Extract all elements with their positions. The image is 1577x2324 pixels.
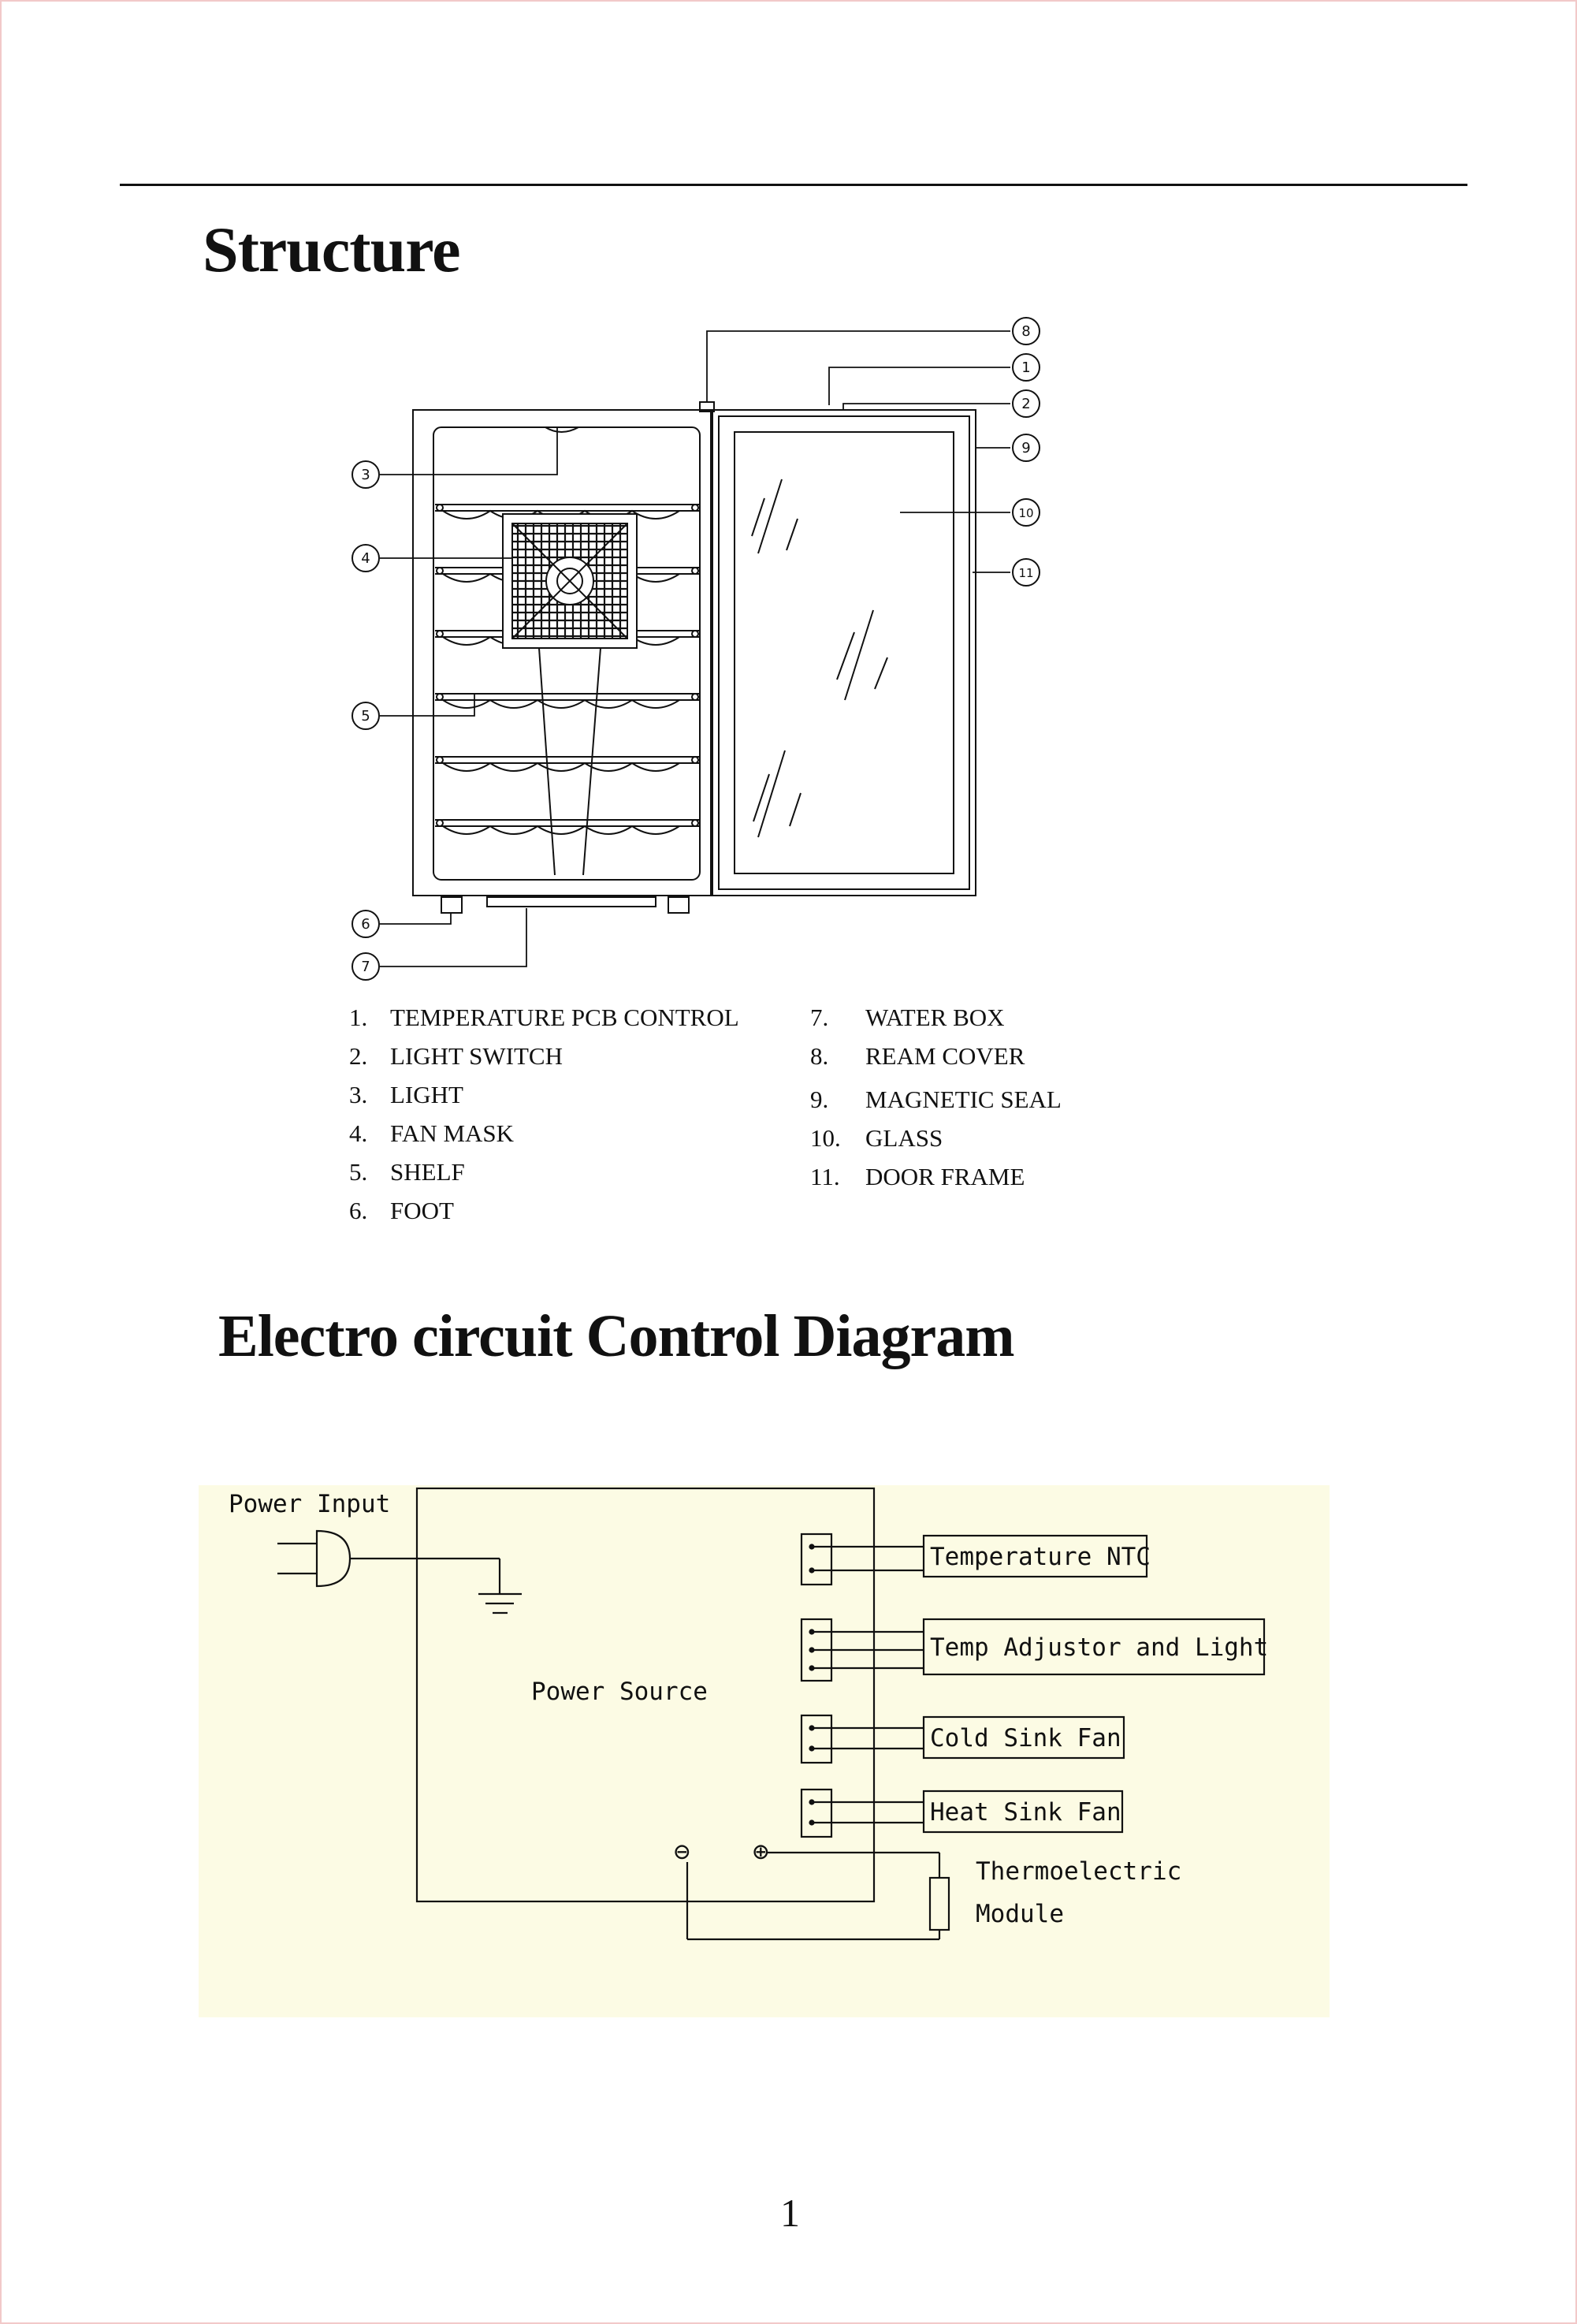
callout-3-number: 3 — [361, 467, 370, 483]
part-number: 9. — [810, 1086, 829, 1113]
top-rule — [120, 184, 1467, 186]
part-number: 11. — [810, 1163, 840, 1190]
part-item: 7. WATER BOX — [810, 998, 1062, 1037]
cabinet-inner — [433, 426, 701, 881]
cold-sink-fan-label: Cold Sink Fan — [930, 1724, 1121, 1752]
callout-2: 2 — [1012, 389, 1040, 418]
temp-adjustor-label: Temp Adjustor and Light — [930, 1633, 1268, 1662]
light — [545, 426, 579, 433]
cabinet-outline — [412, 409, 712, 896]
part-item: 2. LIGHT SWITCH — [349, 1037, 739, 1075]
callout-6-number: 6 — [361, 916, 370, 933]
part-item: 9. MAGNETIC SEAL — [810, 1080, 1062, 1119]
callout-1-number: 1 — [1021, 359, 1030, 376]
part-label: LIGHT — [390, 1081, 463, 1108]
callout-9: 9 — [1012, 434, 1040, 462]
plus-terminal-icon: ⊕ — [753, 1836, 768, 1868]
door-frame — [712, 409, 976, 896]
part-label: SHELF — [390, 1158, 465, 1186]
part-number: 7. — [810, 1004, 829, 1031]
part-label: MAGNETIC SEAL — [865, 1086, 1062, 1113]
connector-cold-sink-fan — [800, 1714, 1125, 1764]
part-label: WATER BOX — [865, 1004, 1005, 1031]
foot-right — [668, 896, 690, 914]
callout-6: 6 — [351, 910, 380, 938]
circuit-background — [199, 1485, 1330, 2017]
part-number: 10. — [810, 1124, 841, 1152]
callout-1: 1 — [1012, 353, 1040, 382]
glass — [734, 431, 954, 874]
parts-list-left: 1. TEMPERATURE PCB CONTROL 2. LIGHT SWITCH… — [349, 998, 739, 1230]
power-plug-icon — [277, 1529, 522, 1615]
part-label: DOOR FRAME — [865, 1163, 1025, 1190]
minus-terminal-icon: ⊖ — [674, 1836, 690, 1868]
part-number: 3. — [349, 1081, 368, 1108]
wine-cooler-structure-diagram: 8 1 2 3 9 10 4 11 5 6 7 — [351, 317, 1040, 981]
callout-8: 8 — [1012, 317, 1040, 345]
callout-10: 10 — [1012, 498, 1040, 527]
part-item: 8. REAM COVER — [810, 1037, 1062, 1075]
part-label: GLASS — [865, 1124, 943, 1152]
connector-temperature-ntc — [800, 1533, 1148, 1586]
power-input-label: Power Input — [229, 1490, 390, 1518]
foot-left — [441, 896, 463, 914]
callout-4-number: 4 — [361, 550, 370, 567]
part-label: TEMPERATURE PCB CONTROL — [390, 1004, 739, 1031]
page-number: 1 — [780, 2191, 800, 2235]
part-number: 2. — [349, 1042, 368, 1070]
thermoelectric-label-line1: Thermoelectric — [976, 1857, 1181, 1886]
callout-10-number: 10 — [1018, 506, 1033, 520]
part-number: 4. — [349, 1119, 368, 1147]
thermoelectric-wiring — [686, 1851, 950, 1941]
power-source-box — [415, 1487, 876, 1903]
electro-circuit-diagram: Power Input Power Source Temperature NTC… — [199, 1485, 1330, 2017]
part-label: LIGHT SWITCH — [390, 1042, 563, 1070]
structure-heading: Structure — [203, 214, 461, 285]
part-item: 4. FAN MASK — [349, 1114, 739, 1153]
glass-reflections — [751, 479, 888, 838]
part-item: 6. FOOT — [349, 1191, 739, 1230]
callout-11: 11 — [1012, 558, 1040, 587]
callout-3: 3 — [351, 460, 380, 489]
part-item: 3. LIGHT — [349, 1075, 739, 1114]
callout-2-number: 2 — [1021, 396, 1030, 412]
callout-8-number: 8 — [1021, 323, 1030, 340]
part-item: 11. DOOR FRAME — [810, 1157, 1062, 1196]
part-label: FOOT — [390, 1197, 454, 1224]
part-number: 6. — [349, 1197, 368, 1224]
callout-7: 7 — [351, 952, 380, 981]
callout-5-number: 5 — [361, 708, 370, 724]
callout-7-number: 7 — [361, 959, 370, 975]
thermoelectric-label-line2: Module — [976, 1900, 1064, 1928]
circuit-heading: Electro circuit Control Diagram — [218, 1303, 1015, 1369]
callout-5: 5 — [351, 702, 380, 730]
part-number: 5. — [349, 1158, 368, 1186]
shelf-pins — [436, 504, 699, 827]
temperature-ntc-label: Temperature NTC — [930, 1543, 1151, 1571]
part-label: FAN MASK — [390, 1119, 515, 1147]
part-item: 1. TEMPERATURE PCB CONTROL — [349, 998, 739, 1037]
power-source-label: Power Source — [531, 1678, 708, 1706]
part-label: REAM COVER — [865, 1042, 1025, 1070]
heat-sink-fan-label: Heat Sink Fan — [930, 1798, 1121, 1827]
leader-lines — [380, 330, 1010, 967]
part-item: 5. SHELF — [349, 1153, 739, 1191]
parts-list-right: 7. WATER BOX 8. REAM COVER 9. MAGNETIC SEAL… — [810, 998, 1062, 1196]
callout-11-number: 11 — [1018, 566, 1033, 580]
connector-temp-adjustor — [800, 1618, 1266, 1682]
callout-9-number: 9 — [1021, 440, 1030, 456]
part-item: 10. GLASS — [810, 1119, 1062, 1157]
callout-4: 4 — [351, 544, 380, 572]
connector-heat-sink-fan — [800, 1788, 1124, 1838]
part-number: 1. — [349, 1004, 368, 1031]
part-number: 8. — [810, 1042, 829, 1070]
water-box — [486, 896, 656, 907]
